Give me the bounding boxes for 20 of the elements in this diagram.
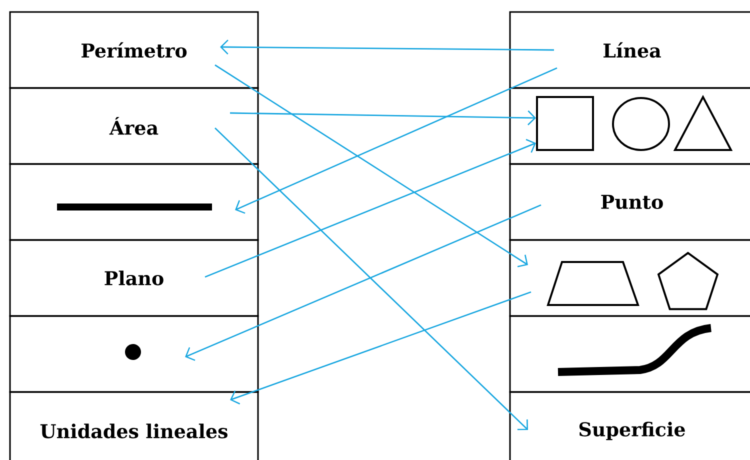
table-cell bbox=[509, 239, 750, 317]
arrow bbox=[214, 127, 528, 430]
table-cell bbox=[9, 163, 259, 241]
arrow bbox=[214, 64, 528, 268]
arrow bbox=[230, 110, 536, 126]
table-cell: Superficie bbox=[509, 391, 750, 460]
table-cell: Unidades lineales bbox=[9, 391, 259, 460]
arrow bbox=[185, 204, 542, 361]
arrow bbox=[235, 67, 558, 214]
table-cell: Área bbox=[9, 87, 259, 165]
table-cell: Plano bbox=[9, 239, 259, 317]
table-cell: Punto bbox=[509, 163, 750, 241]
arrow bbox=[230, 291, 532, 404]
arrow bbox=[204, 138, 536, 278]
table-cell: Perímetro bbox=[9, 11, 259, 89]
table-cell bbox=[509, 87, 750, 165]
table-cell bbox=[9, 315, 259, 393]
table-cell: Línea bbox=[509, 11, 750, 89]
arrow bbox=[220, 40, 554, 55]
table-cell bbox=[509, 315, 750, 393]
